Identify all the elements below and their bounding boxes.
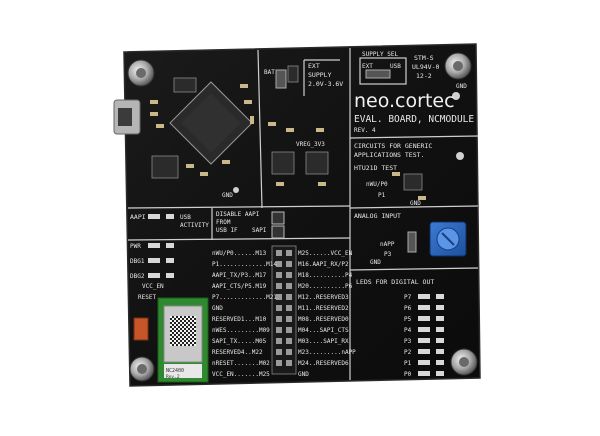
jumper-headers — [271, 69, 417, 253]
pin-label-right: GND — [298, 371, 309, 378]
disable-label-2: FROM — [216, 219, 231, 226]
led-label: P2 — [404, 349, 412, 356]
screw-bottom-left-icon — [129, 356, 155, 382]
brand-name: neo.cortec — [354, 90, 455, 112]
p3-analog-label: P3 — [384, 251, 392, 258]
usb-activity-1: USB — [180, 214, 191, 221]
disable-label-1: DISABLE AAPI — [216, 211, 260, 218]
gnd-mid-label: GND — [222, 192, 233, 199]
led-label: P1 — [404, 360, 412, 367]
pin-label-left: AAPI_TX/P3..M17 — [212, 272, 267, 279]
circuits-label-2: APPLICATIONS TEST. — [354, 151, 424, 159]
module-rev: Rev.2 — [166, 374, 180, 380]
napp-label: nAPP — [380, 241, 395, 248]
date-code: 12-2 — [416, 72, 432, 80]
led-label: P7 — [404, 294, 412, 301]
p1-htu-label: P1 — [378, 192, 386, 199]
reset-label: RESET — [138, 294, 156, 301]
pin-label-right: M04...SAPI_CTS — [298, 327, 349, 334]
nwu-p0-label: nWU/P0 — [366, 181, 388, 188]
led-label: P4 — [404, 327, 412, 334]
potentiometer-icon — [429, 221, 467, 257]
ext-label: EXT — [362, 63, 373, 70]
status-leds — [148, 214, 174, 278]
led-label: P5 — [404, 316, 412, 323]
pin-label-left: P1.............M14 — [212, 261, 277, 268]
pin-labels-right: M25......VCC_EN M16.AAPI_RX/P2 M18......… — [298, 250, 356, 378]
pin-label-left: P7.............M21 — [212, 294, 277, 301]
pin-label-left: AAPI_CTS/P5.M19 — [212, 283, 267, 290]
ul-label: UL94V-0 — [412, 63, 439, 71]
pin-label-right: M23.........nAPP — [298, 349, 356, 356]
pin-label-right: M03....SAPI_RX — [298, 338, 349, 345]
pin-label-left: nWU/P0......M13 — [212, 250, 267, 257]
header-pin-column — [271, 245, 297, 375]
pin-label-left: VCC_EN.......M25 — [212, 371, 270, 378]
sapi-label: SAPI — [252, 227, 267, 234]
analog-input-label: ANALOG INPUT — [354, 212, 401, 220]
ic-chips — [151, 65, 423, 191]
htu-label: HTU21D TEST — [354, 164, 397, 172]
pin-label-left: SAPI_TX.....M05 — [212, 338, 267, 345]
mcu-chip-icon — [169, 81, 253, 165]
pin-label-right: M20..........P6 — [298, 283, 353, 290]
screw-top-left-icon — [127, 59, 155, 87]
pin-label-right: M12..RESERVED3 — [298, 294, 349, 301]
supply-sel-label: SUPPLY SEL — [362, 51, 399, 58]
usb-label: USB — [390, 63, 401, 70]
gnd-top-label: GND — [456, 83, 467, 90]
digital-led-column — [418, 294, 444, 376]
stm-label: STM-S — [414, 54, 434, 62]
pin-label-right: M08..RESERVED0 — [298, 316, 349, 323]
pwr-label: PWR — [130, 243, 141, 250]
screw-bottom-right-icon — [450, 348, 478, 376]
pin-labels-left: nWU/P0......M13 P1.............M14 AAPI_… — [212, 250, 277, 378]
gnd-analog-label: GND — [370, 259, 381, 266]
vreg-label: VREG_3V3 — [296, 141, 325, 148]
pin-label-left: nWES.........M09 — [212, 327, 270, 334]
radio-module-icon — [157, 297, 209, 383]
module-label: NC2400 — [166, 368, 184, 374]
led-label: P6 — [404, 305, 412, 312]
pin-label-right: M24..RESERVED6 — [298, 360, 349, 367]
pin-label-right: M16.AAPI_RX/P2 — [298, 261, 349, 268]
pin-label-left: RESERVED1...M10 — [212, 316, 267, 323]
ext-supply-1: EXT — [308, 62, 320, 70]
circuits-label-1: CIRCUITS FOR GENERIC — [354, 142, 432, 150]
board-title: EVAL. BOARD, NCMODULE — [354, 114, 474, 125]
usb-activity-2: ACTIVITY — [180, 222, 209, 229]
board-revision: REV. 4 — [354, 127, 376, 134]
pin-label-right: M18..........P4 — [298, 272, 353, 279]
ext-supply-2: SUPPLY — [308, 71, 332, 79]
leds-title: LEDS FOR DIGITAL OUT — [356, 278, 434, 286]
pin-label-right: M25......VCC_EN — [298, 250, 353, 257]
pin-label-left: RESERVED4..M22 — [212, 349, 263, 356]
dbg2-label: DBG2 — [130, 273, 145, 280]
pin-label-left: GND — [212, 305, 223, 312]
test-points — [233, 92, 464, 193]
led-label: P0 — [404, 371, 412, 378]
reset-button-icon — [133, 317, 149, 341]
ext-supply-3: 2.0V-3.6V — [308, 80, 343, 88]
smd-components — [150, 84, 426, 200]
disable-label-3: USB IF — [216, 227, 238, 234]
gnd-htu-label: GND — [410, 200, 421, 207]
vcc-en-left-label: VCC_EN — [142, 283, 164, 290]
silkscreen-lines — [127, 48, 479, 380]
bat-label: BAT — [264, 69, 275, 76]
screw-top-right-icon — [444, 52, 472, 80]
pin-label-right: M11..RESERVED2 — [298, 305, 349, 312]
pin-label-left: nRESET.......M02 — [212, 360, 270, 367]
led-label: P3 — [404, 338, 412, 345]
aapi-label: AAPI — [130, 213, 146, 221]
usb-connector-icon — [113, 99, 141, 135]
dbg1-label: DBG1 — [130, 258, 145, 265]
